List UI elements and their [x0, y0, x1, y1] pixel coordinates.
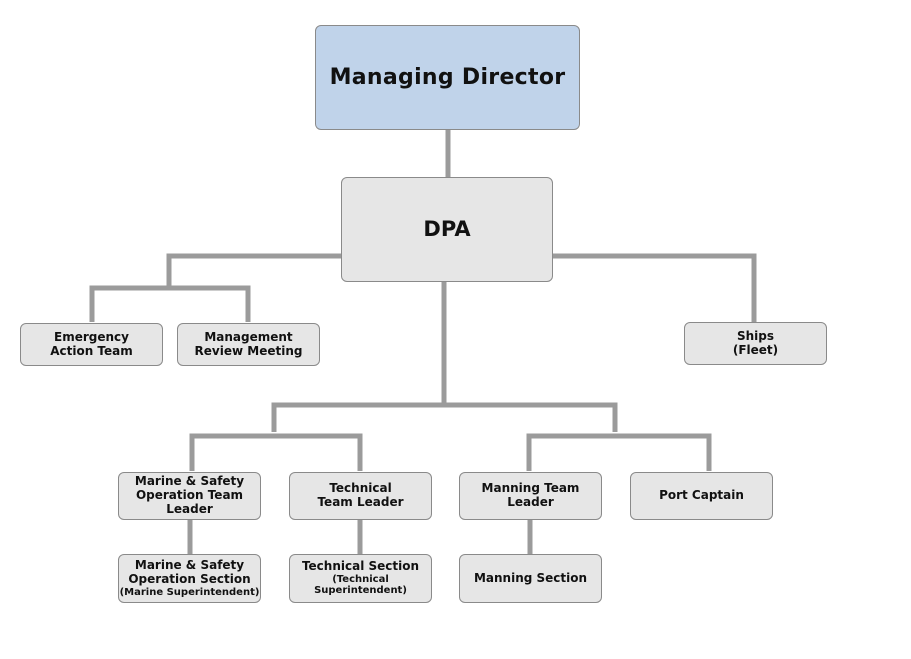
node-port-captain: Port Captain — [630, 472, 773, 520]
node-label-line: Team Leader — [317, 495, 404, 509]
node-label-line: Leader — [166, 501, 213, 516]
node-label-line: (Marine Superintendent) — [119, 586, 260, 598]
connector-dpa-left-group — [89, 253, 342, 322]
node-label-line: Technical — [329, 481, 392, 496]
node-label: Port Captain — [659, 488, 744, 503]
node-manning-section: Manning Section — [459, 554, 602, 603]
node-technical-team-leader: Technical Team Leader — [289, 472, 432, 520]
node-technical-section: Technical Section (Technical Superintend… — [289, 554, 432, 603]
node-dpa: DPA — [341, 177, 553, 282]
node-label: DPA — [423, 217, 471, 242]
connector-right-team-leaders — [526, 433, 712, 471]
connector-dpa-ships — [553, 253, 757, 323]
node-label: Managing Director — [329, 64, 566, 90]
node-label-line: Review Meeting — [194, 343, 303, 358]
node-marine-safety-team-leader: Marine & Safety Operation Team Leader — [118, 472, 261, 520]
node-label-line: Operation Section — [128, 571, 251, 586]
node-marine-safety-section: Marine & Safety Operation Section (Marin… — [118, 554, 261, 603]
node-manning-team-leader: Manning Team Leader — [459, 472, 602, 520]
connector-left-team-leaders — [189, 433, 363, 471]
node-label-line: Action Team — [50, 343, 133, 358]
node-label-line: Ships — [736, 328, 775, 343]
node-label-line: Leader — [507, 495, 554, 509]
node-ships-fleet: Ships (Fleet) — [684, 322, 827, 365]
node-label-line: Technical Section — [301, 559, 420, 574]
node-label-line: Manning Team — [481, 481, 580, 496]
node-label: Manning Section — [473, 570, 588, 585]
node-label-line: (Technical Superintendent) — [314, 573, 407, 597]
node-management-review-meeting: Management Review Meeting — [177, 323, 320, 366]
node-label-line: Operation Team — [135, 488, 244, 503]
node-label-line: Marine & Safety — [134, 557, 245, 572]
node-label-line: Management — [204, 329, 293, 344]
node-label-line: Marine & Safety — [134, 474, 245, 489]
node-label-line: (Fleet) — [732, 342, 779, 357]
node-label-line: Emergency — [54, 329, 129, 344]
node-emergency-action-team: Emergency Action Team — [20, 323, 163, 366]
node-managing-director: Managing Director — [315, 25, 580, 130]
connector-dpa-down — [271, 282, 618, 432]
